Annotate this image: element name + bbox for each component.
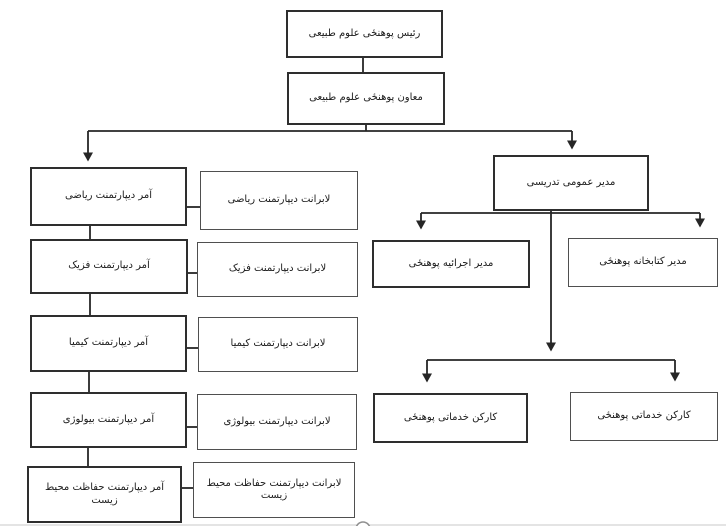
node-lab-biology: لابرانت دیپارتمنت بیولوژی [197, 394, 357, 450]
node-worker-left: کارکن خدماتی پوهنځی [373, 393, 528, 443]
node-lab-math: لابرانت دیپارتمنت ریاضی [200, 171, 358, 230]
node-director-executive: مدیر اجرائیه پوهنځی [372, 240, 530, 288]
node-label: آمر دیپارتمنت فزیک [68, 260, 150, 272]
node-amer-math: آمر دیپارتمنت ریاضی [30, 167, 187, 226]
node-label: آمر دیپارتمنت کیمیا [68, 337, 149, 349]
node-director-library: مدیر کتابخانه پوهنځی [568, 238, 718, 287]
node-worker-right: کارکن خدماتی پوهنځی [570, 392, 718, 441]
node-label: آمر دیپارتمنت بیولوژی [62, 413, 155, 425]
node-label: مدیر عمومی تدریسی [526, 176, 616, 188]
node-label: لابرانت دیپارتمنت فزیک [228, 263, 327, 275]
node-label: کارکن خدماتی پوهنځی [597, 410, 691, 422]
node-label: لابرانت دیپارتمنت بیولوژی [223, 415, 331, 427]
canvas-resize-handle[interactable] [355, 521, 371, 526]
node-deputy: معاون پوهنځی علوم طبیعی [287, 72, 445, 125]
node-label: لابرانت دیپارتمنت ریاضی [227, 194, 331, 206]
node-lab-chemistry: لابرانت دیپارتمنت کیمیا [198, 317, 358, 372]
node-label: لابرانت دیپارتمنت حفاظت محیط زیست [206, 477, 342, 502]
node-lab-env: لابرانت دیپارتمنت حفاظت محیط زیست [193, 462, 355, 518]
node-amer-physics: آمر دیپارتمنت فزیک [30, 239, 188, 294]
node-lab-physics: لابرانت دیپارتمنت فزیک [197, 242, 358, 297]
node-amer-env: آمر دیپارتمنت حفاظت محیط زیست [27, 466, 182, 523]
node-label: کارکن خدماتی پوهنځی [403, 411, 498, 423]
node-president: رئیس پوهنځی علوم طبیعی [286, 10, 443, 58]
node-label: مدیر کتابخانه پوهنځی [599, 256, 687, 268]
node-label: لابرانت دیپارتمنت کیمیا [230, 338, 326, 350]
node-director-teaching: مدیر عمومی تدریسی [493, 155, 649, 211]
node-amer-chemistry: آمر دیپارتمنت کیمیا [30, 315, 187, 372]
node-label: آمر دیپارتمنت ریاضی [64, 190, 153, 202]
node-label: آمر دیپارتمنت حفاظت محیط زیست [44, 482, 165, 506]
node-amer-biology: آمر دیپارتمنت بیولوژی [30, 392, 187, 448]
node-label: رئیس پوهنځی علوم طبیعی [308, 27, 421, 39]
node-label: معاون پوهنځی علوم طبیعی [309, 92, 423, 104]
node-label: مدیر اجرائیه پوهنځی [408, 257, 494, 269]
